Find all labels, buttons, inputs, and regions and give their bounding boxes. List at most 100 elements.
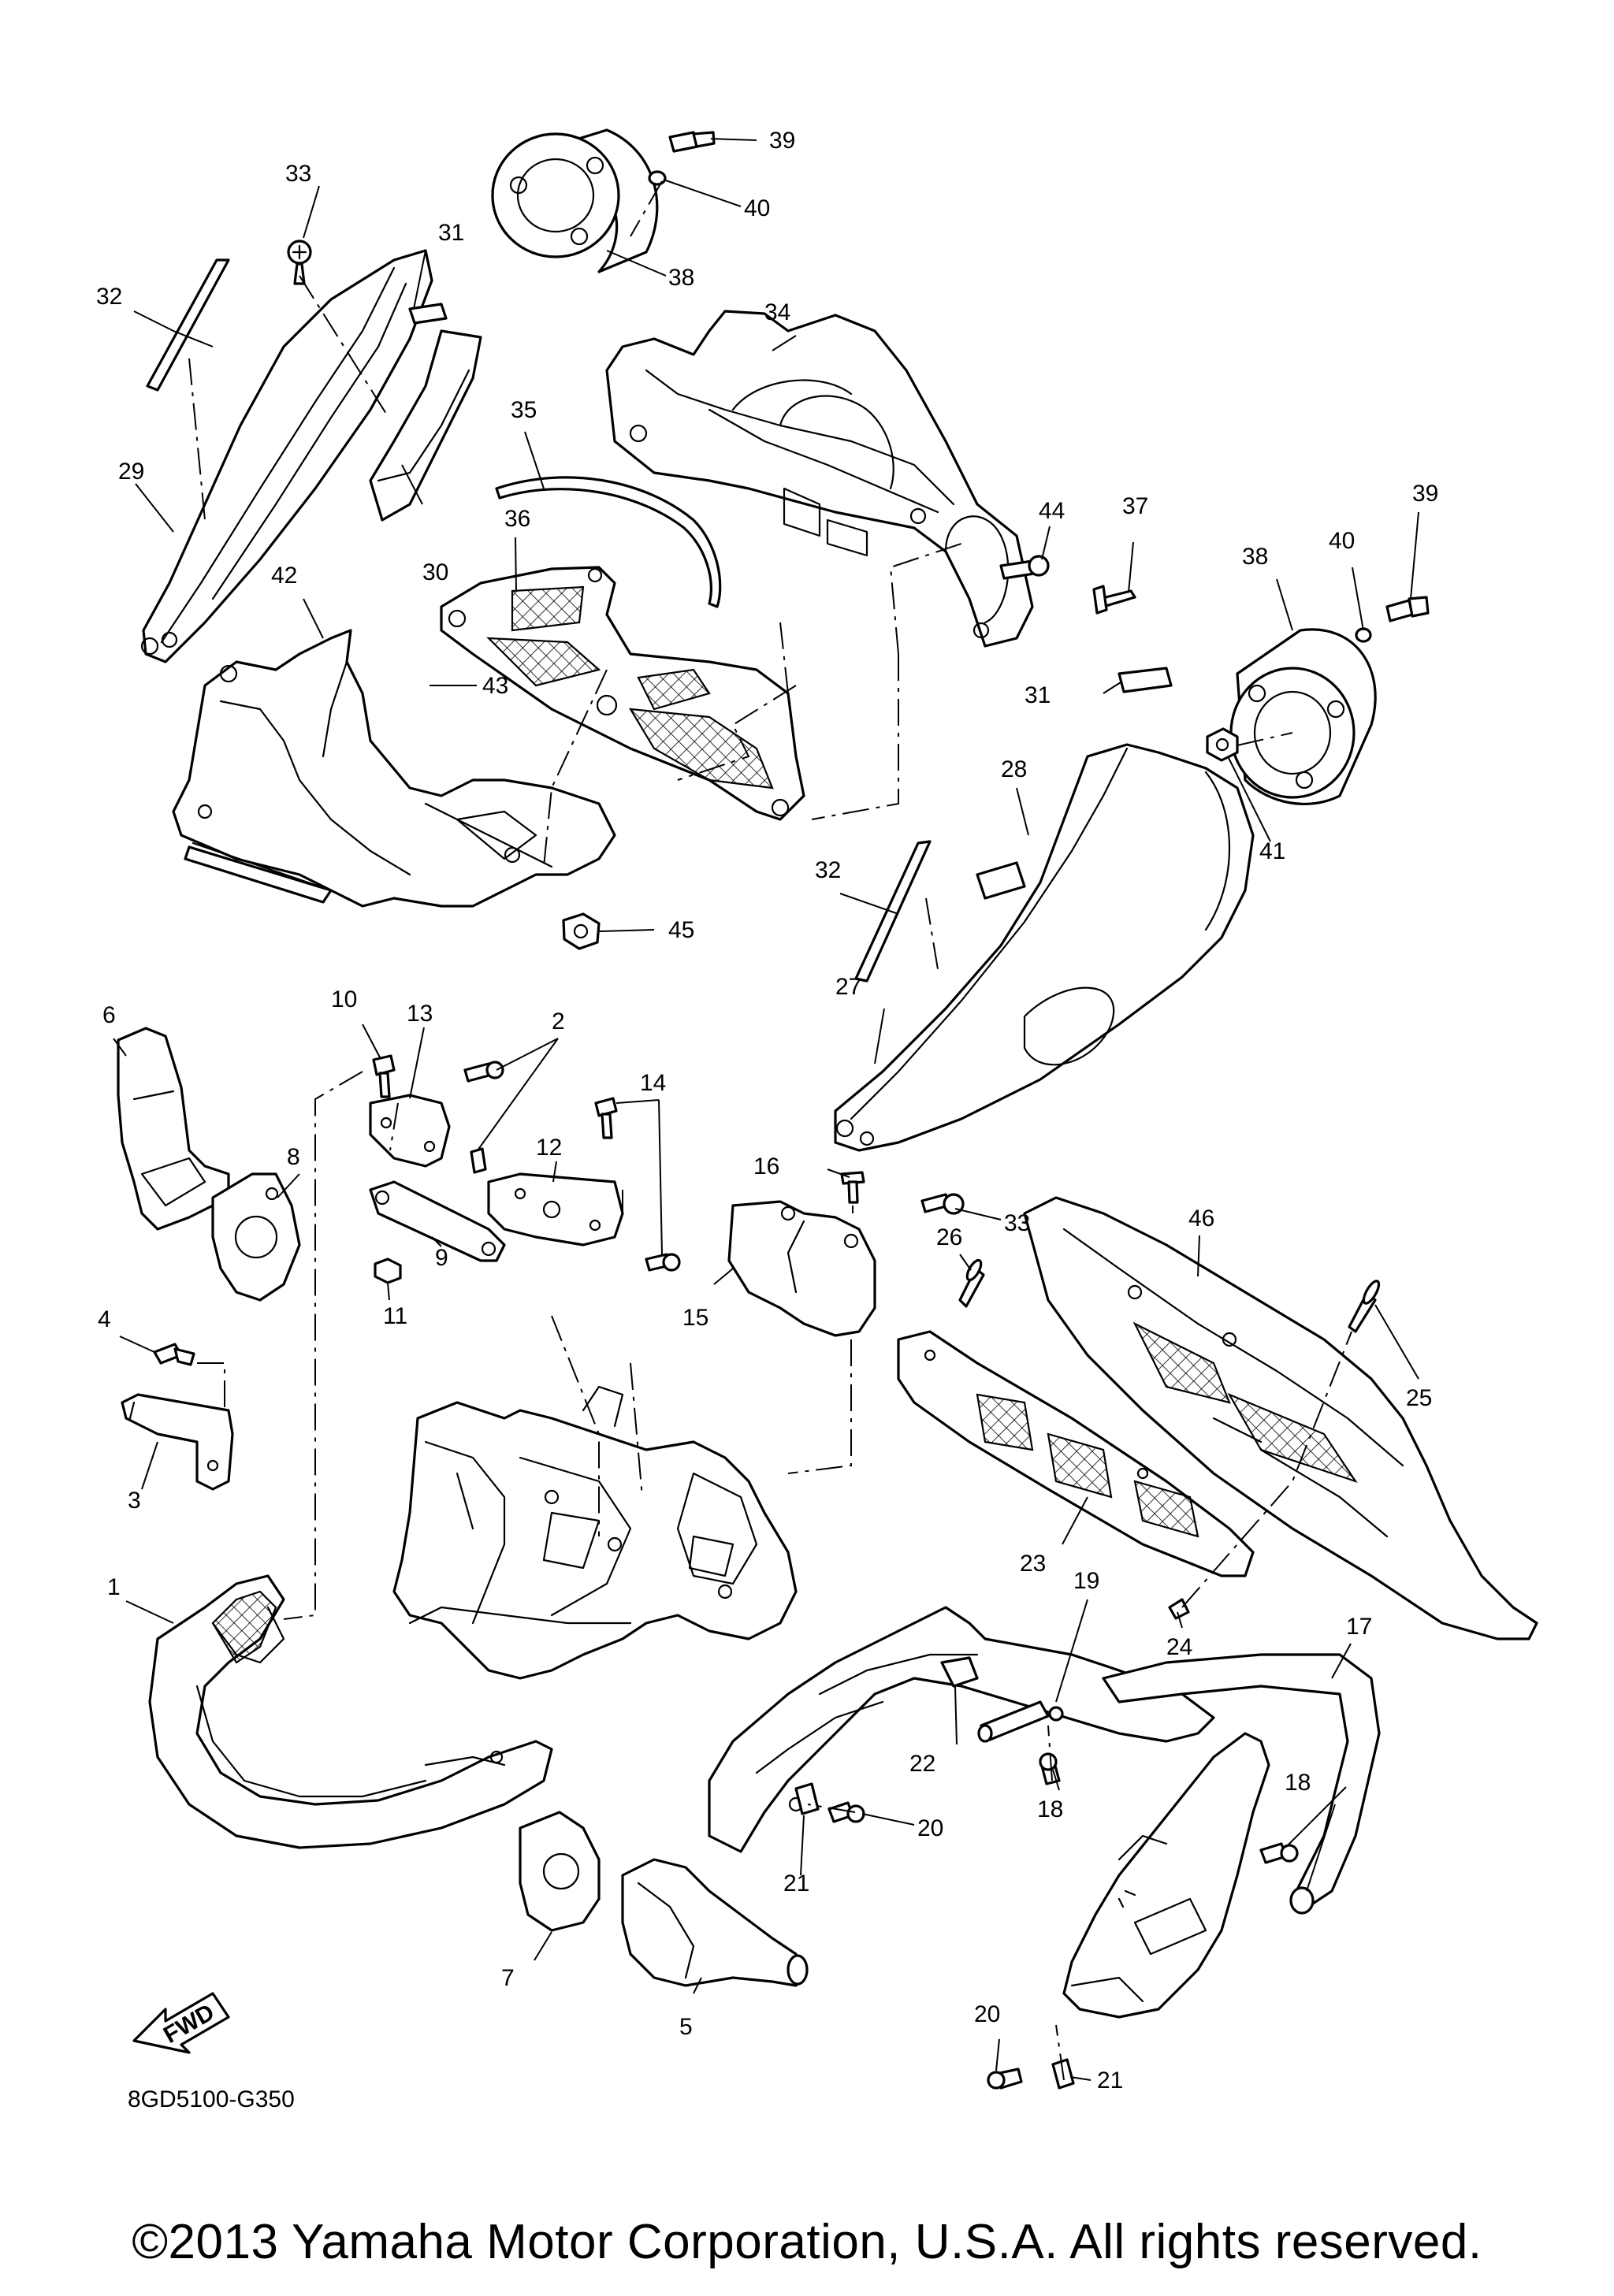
fwd-arrow: FWD bbox=[132, 1992, 230, 2054]
callout-4: 4 bbox=[98, 1306, 111, 1332]
callout-39-right: 39 bbox=[1412, 481, 1438, 507]
stay-9 bbox=[369, 1180, 506, 1262]
callout-16: 16 bbox=[753, 1154, 779, 1180]
callout-25: 25 bbox=[1406, 1385, 1432, 1411]
callout-9: 9 bbox=[435, 1245, 448, 1271]
callout-18: 18 bbox=[1037, 1796, 1063, 1822]
diagram-code: 8GD5100-G350 bbox=[128, 2086, 295, 2112]
callout-31: 31 bbox=[438, 220, 464, 246]
callout-18-right: 18 bbox=[1285, 1770, 1311, 1796]
lower-cowl-1 bbox=[148, 1574, 553, 1849]
mesh-panel-36 bbox=[440, 566, 805, 821]
pad-31-right bbox=[1118, 667, 1173, 693]
callout-14: 14 bbox=[640, 1070, 666, 1096]
callout-20: 20 bbox=[917, 1815, 943, 1841]
callout-46: 46 bbox=[1188, 1206, 1214, 1232]
rivet-24 bbox=[1168, 1598, 1190, 1620]
callout-10: 10 bbox=[331, 986, 357, 1012]
lower-cover-19 bbox=[708, 1606, 1215, 1853]
callout-36: 36 bbox=[504, 506, 530, 532]
bolt-14-lower bbox=[645, 1253, 681, 1272]
cover-15 bbox=[727, 1200, 876, 1337]
callout-40-right: 40 bbox=[1329, 528, 1355, 554]
callout-20-lower: 20 bbox=[974, 2001, 1000, 2027]
callout-30: 30 bbox=[422, 559, 448, 585]
bolt-20-center bbox=[827, 1801, 865, 1823]
callout-5: 5 bbox=[679, 2014, 693, 2040]
callout-37: 37 bbox=[1122, 493, 1148, 519]
upper-cowl-34 bbox=[605, 310, 1034, 648]
washer-40-right bbox=[1355, 627, 1372, 643]
callout-6: 6 bbox=[102, 1002, 116, 1028]
nut-11 bbox=[374, 1258, 402, 1284]
pin-assembly bbox=[977, 1700, 1064, 1743]
bar-17 bbox=[1102, 1653, 1381, 1915]
callout-32: 32 bbox=[96, 284, 122, 310]
bolt-2-upper bbox=[463, 1061, 504, 1083]
trim-strip-35 bbox=[495, 476, 722, 608]
bracket-13 bbox=[369, 1094, 451, 1168]
panel-46 bbox=[1023, 1196, 1538, 1640]
callout-8: 8 bbox=[287, 1144, 300, 1170]
bracket-12 bbox=[487, 1172, 624, 1246]
rivet-25 bbox=[1348, 1280, 1381, 1333]
bolt-18-right bbox=[1259, 1842, 1299, 1864]
rivet-26 bbox=[958, 1258, 985, 1308]
callout-7: 7 bbox=[501, 1965, 515, 1991]
air-duct-42 bbox=[172, 629, 616, 908]
pad-31-upper bbox=[408, 303, 448, 325]
callout-39: 39 bbox=[769, 128, 795, 154]
bolt-20-lower bbox=[987, 2068, 1023, 2090]
callout-13: 13 bbox=[407, 1001, 433, 1027]
callout-17: 17 bbox=[1346, 1614, 1372, 1640]
bolt-14-upper bbox=[594, 1097, 618, 1139]
exploded-parts-diagram: FWD bbox=[96, 128, 1538, 2112]
callout-32-right: 32 bbox=[815, 857, 841, 883]
callout-33: 33 bbox=[285, 161, 311, 187]
screw-44 bbox=[999, 555, 1050, 580]
mounting-frame bbox=[392, 1385, 798, 1680]
bracket-3 bbox=[121, 1393, 234, 1491]
lower-side-bracket bbox=[1062, 1732, 1270, 2019]
bolt-10 bbox=[372, 1054, 396, 1098]
alignment-lines bbox=[188, 180, 1352, 2081]
callout-28: 28 bbox=[1001, 756, 1027, 782]
spacer-22 bbox=[940, 1656, 979, 1688]
callout-38: 38 bbox=[668, 265, 694, 291]
bolt-39-right bbox=[1385, 596, 1430, 622]
callout-19: 19 bbox=[1073, 1568, 1099, 1594]
callout-43: 43 bbox=[482, 673, 508, 699]
callout-11: 11 bbox=[383, 1303, 407, 1329]
callout-24: 24 bbox=[1166, 1634, 1192, 1660]
round-cover-38-upper bbox=[491, 128, 659, 273]
boot-5 bbox=[621, 1858, 809, 1987]
callout-22: 22 bbox=[909, 1751, 935, 1777]
trim-strip-32-upper bbox=[146, 258, 230, 392]
clip-21-center bbox=[794, 1782, 820, 1815]
callout-15: 15 bbox=[682, 1305, 708, 1331]
washer-40-upper bbox=[648, 170, 667, 186]
callout-33-right: 33 bbox=[1004, 1210, 1030, 1236]
callout-23: 23 bbox=[1020, 1551, 1046, 1577]
screw-33-upper bbox=[287, 240, 312, 285]
bracket-7 bbox=[519, 1811, 601, 1932]
bolt-16 bbox=[840, 1171, 865, 1204]
callout-42: 42 bbox=[271, 563, 297, 589]
callout-21: 21 bbox=[783, 1871, 809, 1897]
panel-23 bbox=[897, 1330, 1255, 1577]
leader-lines bbox=[113, 138, 1419, 2081]
callout-21-lower: 21 bbox=[1097, 2068, 1123, 2094]
callout-3: 3 bbox=[128, 1488, 141, 1514]
round-cover-38-right bbox=[1229, 628, 1377, 805]
callout-35: 35 bbox=[511, 397, 537, 423]
bolt-4 bbox=[153, 1343, 195, 1366]
callout-27: 27 bbox=[835, 974, 861, 1000]
side-cover-27-28 bbox=[834, 743, 1255, 1152]
callout-41: 41 bbox=[1259, 838, 1285, 864]
copyright-notice: ©2013 Yamaha Motor Corporation, U.S.A. A… bbox=[132, 2215, 1482, 2269]
bolt-2-lower bbox=[470, 1147, 487, 1174]
rivet-37 bbox=[1092, 585, 1136, 615]
callout-29: 29 bbox=[118, 459, 144, 485]
callout-26: 26 bbox=[936, 1224, 962, 1250]
callout-44: 44 bbox=[1039, 498, 1065, 524]
